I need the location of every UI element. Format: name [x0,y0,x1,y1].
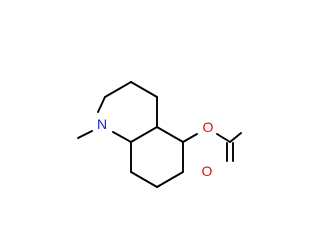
nitrogen-atom-label: N [97,116,107,132]
bond-c5-c4a [156,126,184,143]
bonds [77,81,242,188]
bond-c7-c6 [156,171,184,188]
carbonyl-oxygen-atom-label: O [202,163,213,179]
bond-n-methyl [77,130,93,139]
bond-o-carbonyl-c [216,133,231,143]
molecule-canvas: N O O [77,81,242,188]
bond-c8-c7 [130,171,158,188]
atom-labels: N O O [97,116,214,179]
bond-c3-c4 [130,81,158,98]
ester-oxygen-atom-label: O [203,119,214,135]
bond-c8a-n [112,131,132,143]
structure-diagram: N O O [77,81,242,188]
bond-n-c2 [97,96,106,113]
bond-c5-o [182,133,198,143]
bond-c2-c3 [104,81,132,98]
bond-carbonyl-methyl [229,132,242,143]
bond-c4a-c8a [130,126,158,143]
